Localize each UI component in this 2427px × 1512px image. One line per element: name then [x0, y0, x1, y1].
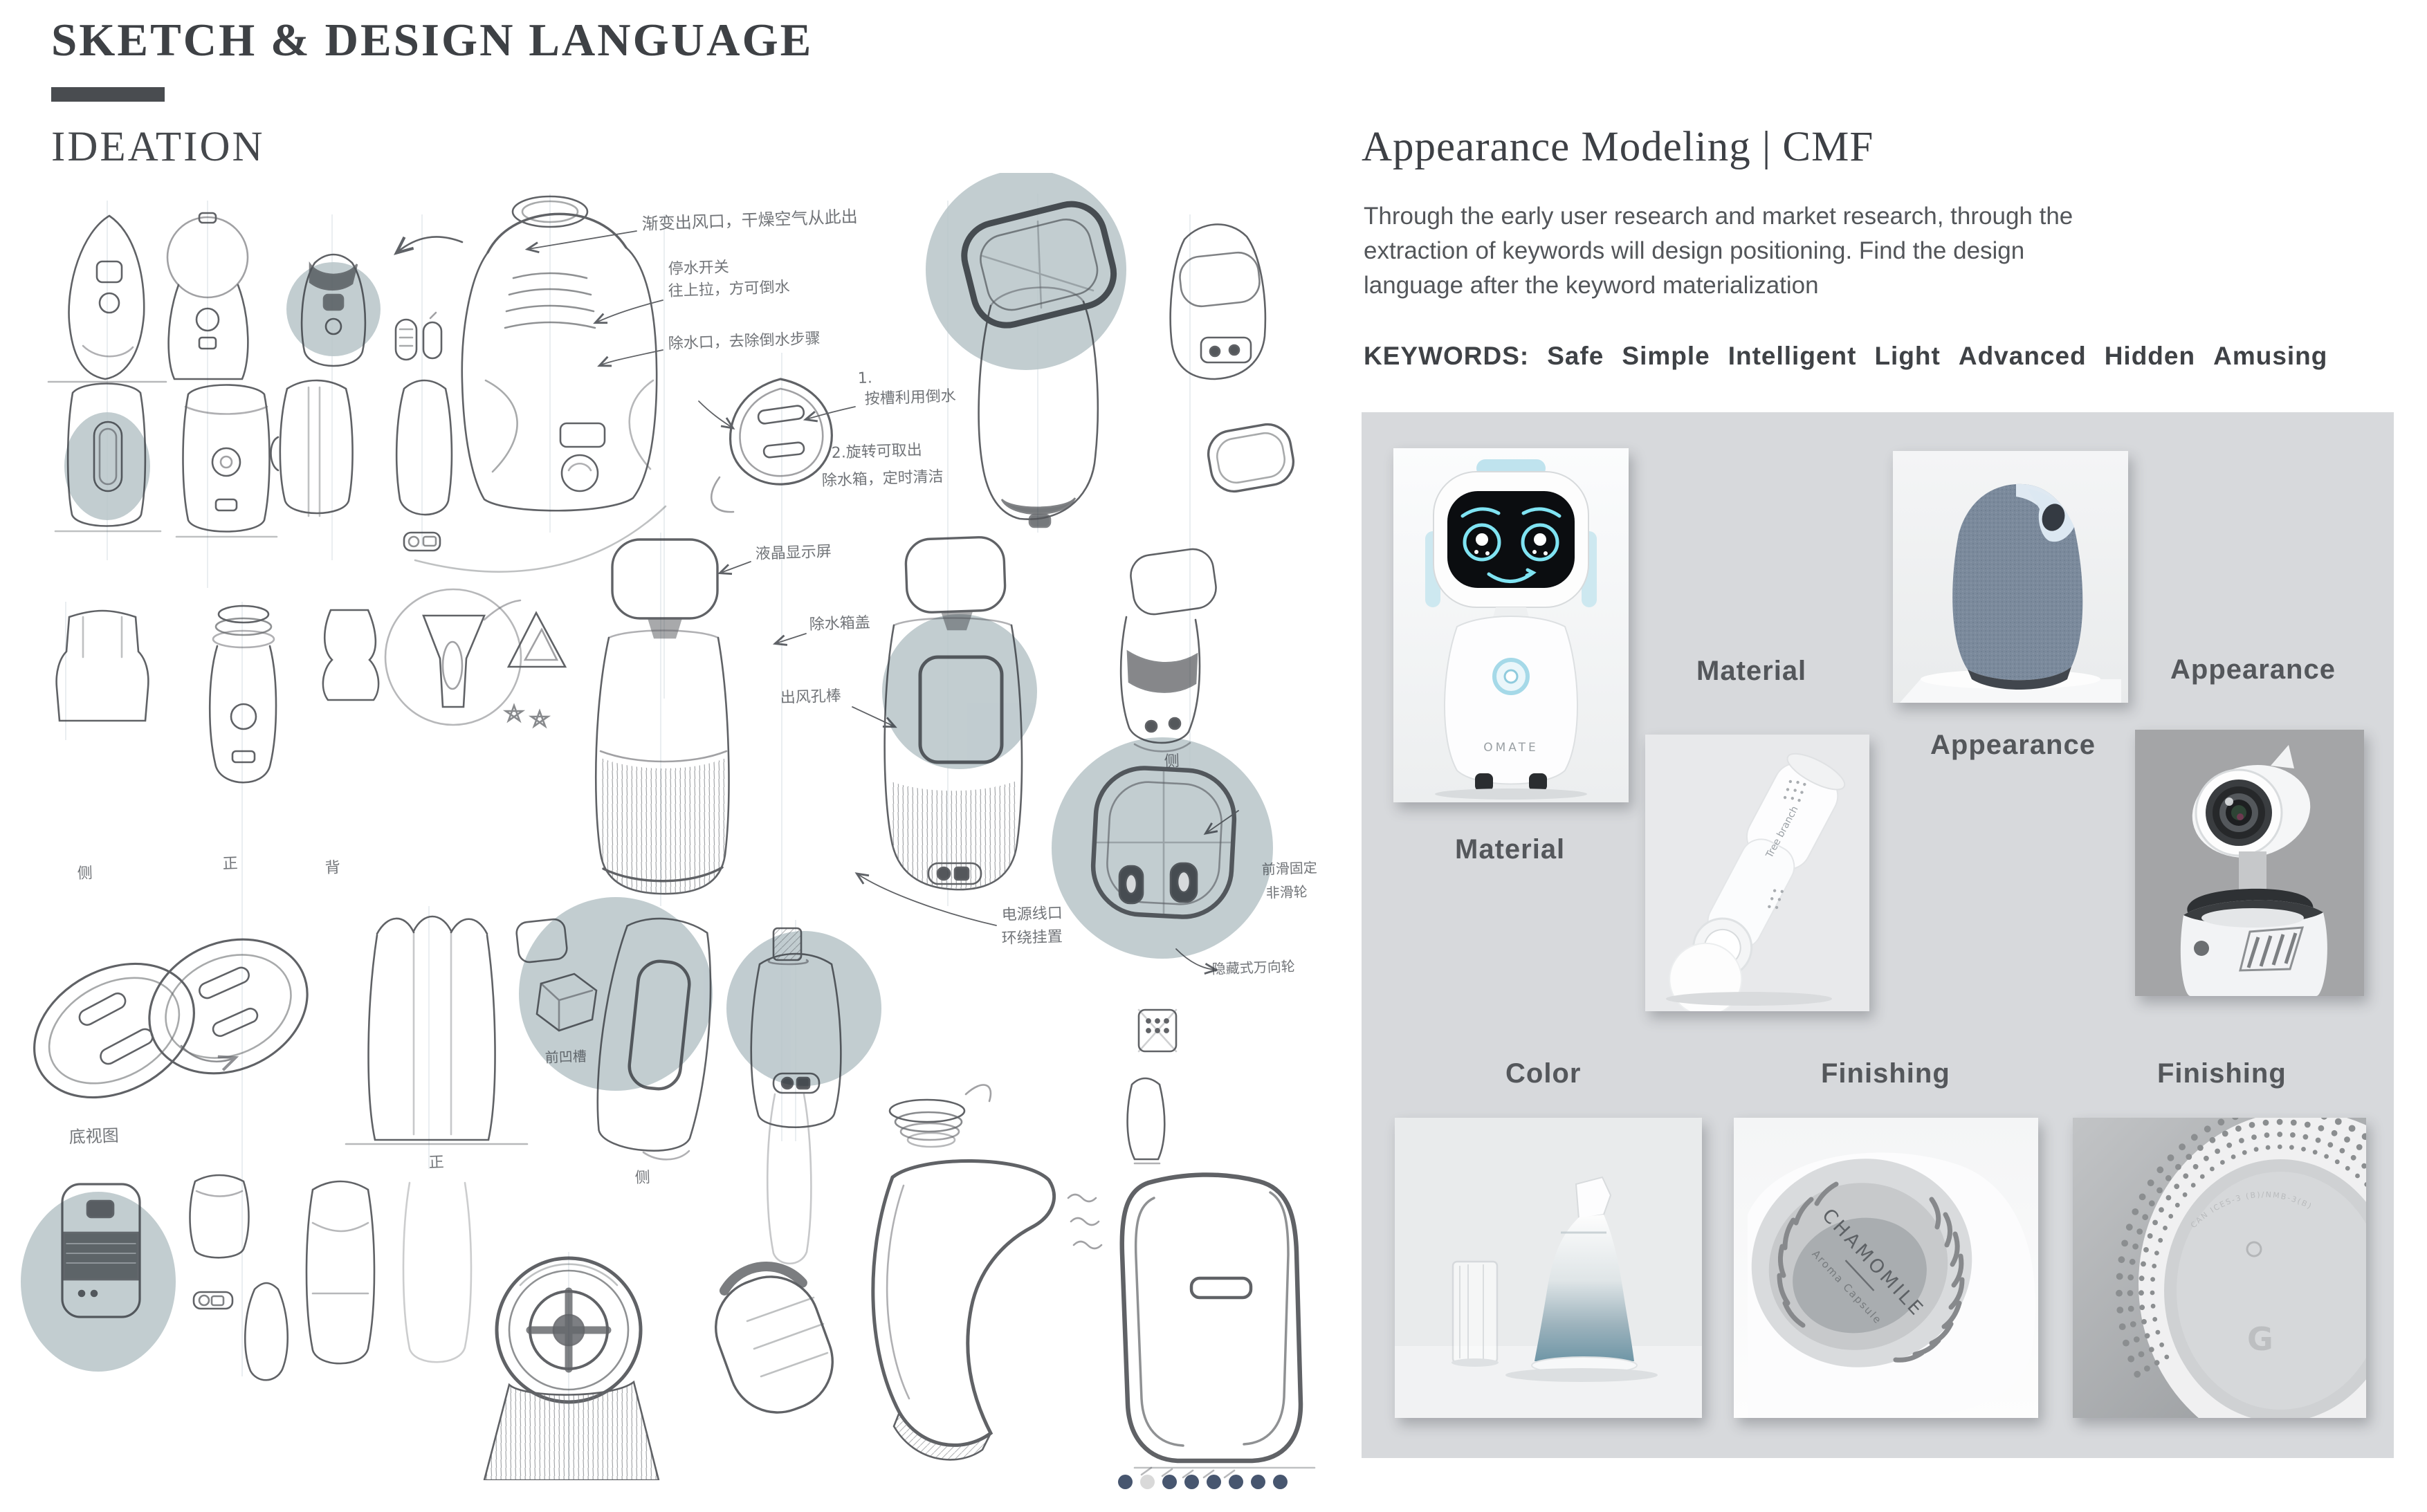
sketch-annotation: 2.旋转可取出 [831, 441, 922, 462]
sketch-annotation: 底视图 [68, 1126, 119, 1147]
caption-appearance-1: Appearance [2170, 654, 2336, 685]
carousel-dot[interactable] [1207, 1475, 1221, 1489]
page-title: SKETCH & DESIGN LANGUAGE [51, 15, 814, 66]
caption-material-1: Material [1696, 656, 1807, 686]
caption-color: Color [1505, 1058, 1582, 1089]
reference-image-speaker-ring: CAN ICES-3 (B)/NMB-3(B) G [2073, 1118, 2366, 1418]
sketch-annotation: 正 [428, 1154, 444, 1172]
reference-image-robot: OMATE [1393, 448, 1629, 802]
carousel-dot[interactable] [1162, 1475, 1177, 1489]
reference-image-speaker [1893, 451, 2128, 703]
carousel-dot[interactable] [1118, 1475, 1133, 1489]
sketch-annotation: 侧 [77, 865, 93, 883]
keyword-item: Advanced [1958, 342, 2087, 370]
sketch-annotation: 隐藏式万向轮 [1211, 958, 1295, 977]
keyword-item: Light [1874, 342, 1941, 370]
keyword-item: Safe [1547, 342, 1604, 370]
speaker-ring-g-logo: G [2247, 1320, 2273, 1358]
carousel-dot[interactable] [1273, 1475, 1288, 1489]
carousel-dot[interactable] [1140, 1475, 1155, 1489]
caption-appearance-2: Appearance [1930, 730, 2096, 760]
caption-material-2: Material [1455, 834, 1566, 865]
carousel-dot[interactable] [1184, 1475, 1199, 1489]
sketch-annotation: 前滑固定 [1261, 859, 1317, 878]
reference-image-carafe [1395, 1118, 1702, 1418]
sketch-annotation: 背 [324, 859, 340, 877]
carousel-dot[interactable] [1251, 1475, 1265, 1489]
reference-image-aroma-device: CHAMOMILE Aroma Capsule [1734, 1118, 2038, 1418]
keyword-item: Intelligent [1728, 342, 1857, 370]
sketch-annotation: 前凹槽 [544, 1048, 587, 1066]
caption-finishing-1: Finishing [1821, 1058, 1950, 1089]
sketch-annotation: 按槽利用倒水 [864, 387, 956, 408]
sketch-annotation: 液晶显示屏 [755, 543, 832, 563]
sketch-annotation: 往上拉，方可倒水 [668, 279, 790, 300]
cmf-mood-board: OMATE [1362, 412, 2394, 1458]
sketch-annotation: 侧 [1164, 753, 1180, 771]
sketch-annotation: 电源线口 [1001, 905, 1063, 924]
cmf-heading: Appearance Modeling | CMF [1362, 124, 1874, 170]
keywords-line: KEYWORDS: Safe Simple Intelligent Light Advan… [1364, 342, 2345, 371]
sketch-annotation: 环绕挂置 [1001, 928, 1063, 948]
sketch-annotation: 侧 [634, 1169, 650, 1187]
sketch-annotation: 非滑轮 [1265, 883, 1308, 901]
caption-finishing-2: Finishing [2157, 1058, 2287, 1089]
sketch-annotation: 除水箱，定时清洁 [821, 468, 944, 490]
sketch-annotation: 1. [857, 369, 872, 387]
ideation-sketch-collage: 渐变出风口，干燥空气从此出停水开关往上拉，方可倒水除水口，去除倒水步骤 1.按槽利… [0, 169, 1321, 1482]
carousel-dot[interactable] [1229, 1475, 1243, 1489]
cmf-paragraph: Through the early user research and mark… [1364, 203, 2073, 299]
sketch-strokes [33, 195, 1316, 1482]
ideation-heading: IDEATION [51, 124, 265, 170]
robot-brand-text: OMATE [1483, 741, 1538, 755]
sketch-annotation: 除水口，去除倒水步骤 [668, 330, 821, 353]
sketch-annotation: 出风孔棒 [780, 688, 841, 707]
keywords-label: KEYWORDS: [1364, 342, 1530, 370]
sketch-annotation: 除水箱盖 [809, 614, 870, 634]
sketch-annotation: 正 [222, 855, 238, 873]
keyword-item: Simple [1622, 342, 1710, 370]
sketch-annotation: 渐变出风口，干燥空气从此出 [641, 207, 858, 234]
keyword-item: Hidden [2104, 342, 2196, 370]
title-underline [51, 87, 165, 102]
reference-image-massage-gun: Tree branch [1645, 735, 1869, 1011]
carousel-pagination[interactable] [1118, 1475, 1288, 1489]
reference-image-camera [2135, 730, 2364, 996]
keyword-item: Amusing [2213, 342, 2328, 370]
sketch-annotation: 停水开关 [668, 259, 729, 278]
